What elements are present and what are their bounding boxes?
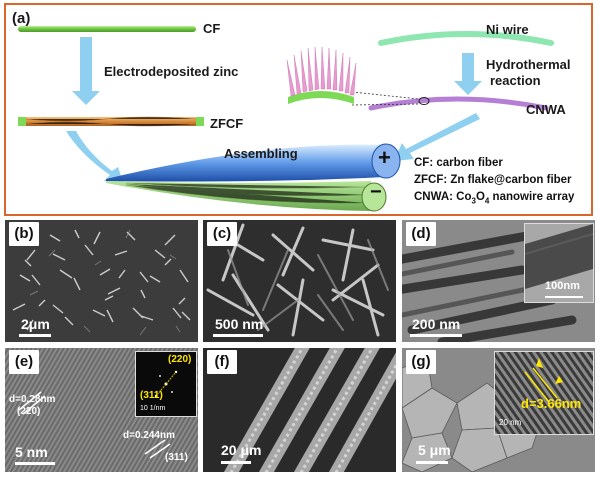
carbon-fiber-rod xyxy=(18,26,196,32)
schematic-drawing xyxy=(18,26,554,212)
negative-sign: − xyxy=(370,181,382,203)
panel-f-sem: (f) 20 μm xyxy=(203,348,396,472)
legend-cnwa-sub1: 3 xyxy=(471,196,476,206)
saed-label-311: (311) xyxy=(140,390,163,401)
arrow-assembling-right xyxy=(394,113,480,161)
saed-pattern xyxy=(136,352,196,416)
scale-label-c: 500 nm xyxy=(215,316,264,332)
saed-label-220: (220) xyxy=(168,354,192,365)
scale-bar-b xyxy=(19,334,51,337)
label-assembling: Assembling xyxy=(224,146,298,161)
label-reaction: reaction xyxy=(490,73,541,88)
scale-bar-d xyxy=(410,334,462,337)
legend-cf: CF: carbon fiber xyxy=(414,157,503,169)
scale-label-f: 20 μm xyxy=(221,442,262,458)
panel-label-a: (a) xyxy=(12,10,31,27)
scale-label-b: 2μm xyxy=(21,316,50,332)
inset-scale-label-g: 20 nm xyxy=(499,418,522,427)
legend-cnwa-prefix: CNWA: Co xyxy=(414,191,472,203)
inset-scale-bar-d xyxy=(545,296,583,298)
arrow-electrodeposition xyxy=(72,37,100,105)
label-zfcf: ZFCF xyxy=(210,116,244,131)
scale-bar-c xyxy=(213,334,263,337)
panel-d-inset-texture xyxy=(525,224,593,302)
panel-label-c: (c) xyxy=(207,222,237,246)
positive-electrode-cone xyxy=(106,144,384,182)
cnwa-wire xyxy=(368,96,549,111)
scale-label-e: 5 nm xyxy=(15,444,48,460)
panel-g-inset: d=3.66nm 20 nm xyxy=(494,351,594,435)
label-hydrothermal: Hydrothermal xyxy=(486,57,571,72)
nanowire-array-zoom xyxy=(286,46,357,104)
schematic-panel-a: (a) CF Electrodeposited zinc ZFCF Ni wir… xyxy=(4,3,593,216)
scale-label-d: 200 nm xyxy=(412,316,461,332)
panel-e-saed-inset: (220) (311) 10 1/nm xyxy=(135,351,197,417)
arrow-hydrothermal xyxy=(454,53,482,95)
panel-c-sem: (c) 500 nm xyxy=(203,220,396,342)
label-electrodeposited-zinc: Electrodeposited zinc xyxy=(104,64,239,79)
label-cf: CF xyxy=(203,21,221,36)
legend-cnwa: CNWA: Co3O4 nanowire array xyxy=(414,191,574,205)
panel-label-e: (e) xyxy=(9,350,39,374)
ni-wire xyxy=(378,31,554,46)
scale-label-g: 5 μm xyxy=(418,442,451,458)
panel-b-sem: (b) 2μm xyxy=(5,220,198,342)
positive-sign: + xyxy=(378,145,391,170)
panel-label-g: (g) xyxy=(406,350,436,374)
panel-e-hrtem: (220) (311) 10 1/nm (e) d=0.28nm (220) d… xyxy=(5,348,198,472)
panel-g-sem: d=3.66nm 20 nm (g) 5 μm xyxy=(402,348,595,472)
panel-g-inset-lattice xyxy=(495,352,593,434)
scale-bar-g xyxy=(416,461,448,464)
inset-d-spacing-g: d=3.66nm xyxy=(521,396,582,411)
panel-d-tem: 100nm (d) 200 nm xyxy=(402,220,595,342)
panel-label-d: (d) xyxy=(406,222,436,246)
hkl-220: (220) xyxy=(17,406,41,417)
inset-scale-label-d: 100nm xyxy=(545,280,580,292)
panel-label-b: (b) xyxy=(9,222,39,246)
saed-scale-label: 10 1/nm xyxy=(140,405,166,412)
d-spacing-220: d=0.28nm xyxy=(9,394,56,405)
arrow-assembling-left xyxy=(66,131,124,185)
legend-cnwa-suffix: nanowire array xyxy=(489,191,575,203)
legend-zfcf: ZFCF: Zn flake@carbon fiber xyxy=(414,174,572,186)
label-ni-wire: Ni wire xyxy=(486,22,529,37)
legend-cnwa-sub2: 4 xyxy=(484,196,490,206)
scale-bar-f xyxy=(221,461,251,464)
d-spacing-311: d=0.244nm xyxy=(123,430,175,441)
panel-d-inset: 100nm xyxy=(524,223,594,303)
legend-cnwa-mid: O xyxy=(475,191,485,203)
panel-label-f: (f) xyxy=(207,350,237,374)
scale-bar-e xyxy=(15,462,55,465)
hkl-311: (311) xyxy=(165,452,188,463)
label-cnwa: CNWA xyxy=(526,102,566,117)
